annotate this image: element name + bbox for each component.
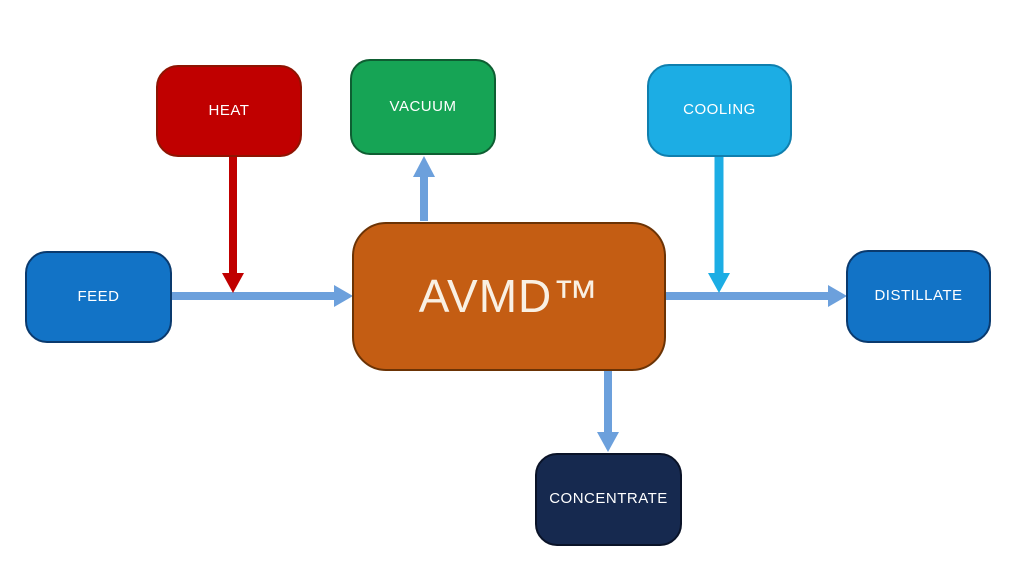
- node-vacuum: VACUUM: [350, 59, 496, 155]
- arrow-head: [413, 156, 435, 177]
- node-cooling-label: COOLING: [683, 101, 756, 119]
- node-cooling: COOLING: [647, 64, 792, 157]
- arrow-heat-down: [222, 157, 244, 293]
- node-distillate: DISTILLATE: [846, 250, 991, 343]
- node-vacuum-label: VACUUM: [389, 97, 457, 115]
- arrow-head: [222, 273, 244, 293]
- arrow-head: [828, 285, 847, 307]
- node-avmd: AVMD™: [352, 222, 666, 371]
- node-concentrate-label: CONCENTRATE: [549, 490, 668, 508]
- arrow-head: [597, 432, 619, 452]
- node-distillate-label: DISTILLATE: [874, 287, 963, 305]
- arrow-avmd-to-concentrate: [597, 371, 619, 452]
- node-heat: HEAT: [156, 65, 302, 157]
- arrow-head: [334, 285, 353, 307]
- node-feed: FEED: [25, 251, 172, 343]
- node-avmd-label: AVMD™: [418, 270, 600, 323]
- arrow-avmd-to-distillate: [666, 285, 847, 307]
- node-feed-label: FEED: [77, 287, 120, 305]
- arrow-head: [708, 273, 730, 293]
- arrow-feed-to-avmd: [172, 285, 353, 307]
- arrow-cooling-down: [708, 156, 730, 293]
- node-heat-label: HEAT: [208, 101, 250, 119]
- arrow-avmd-to-vacuum: [413, 156, 435, 221]
- node-concentrate: CONCENTRATE: [535, 453, 682, 546]
